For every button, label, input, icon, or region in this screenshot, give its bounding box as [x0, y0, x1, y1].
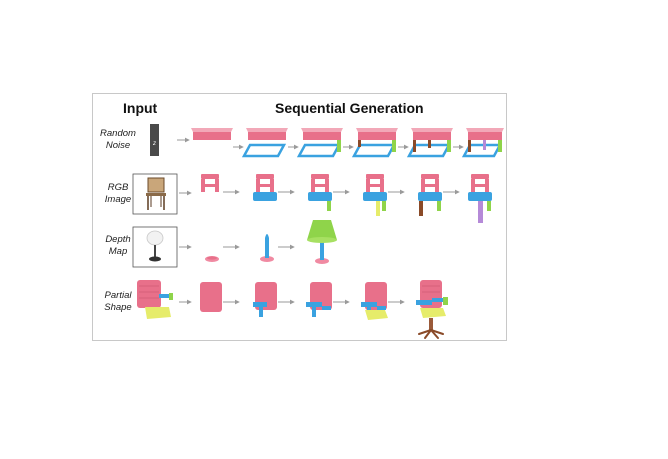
arrows-row-rgb: [179, 189, 460, 196]
chair-stage-3: [308, 174, 332, 211]
noise-vector-label: z: [152, 141, 156, 147]
chair-stage-6: [468, 174, 492, 223]
office-chair-stage-5: [416, 280, 448, 339]
row-label-line: Depth: [105, 234, 131, 245]
lamp-stage-3: [307, 220, 337, 264]
depth-input-image: [132, 226, 178, 268]
row-label-line: Partial: [104, 290, 132, 301]
chair-stage-4: [363, 174, 387, 216]
row-label-random-noise: Random Noise: [93, 128, 143, 152]
row-label-line: Noise: [105, 140, 131, 151]
lamp-stage-1: [205, 256, 219, 262]
table-stage-4: [351, 128, 398, 158]
lamp-stage-2: [260, 234, 274, 262]
row-label-rgb-image: RGB Image: [93, 182, 143, 206]
noise-vector-input: z: [150, 124, 159, 156]
chair-stage-5: [418, 174, 442, 216]
rgb-input-image: [132, 173, 178, 215]
row-label-line: RGB: [107, 182, 129, 193]
office-chair-stage-3: [306, 282, 332, 317]
sequential-generation-header: Sequential Generation: [275, 100, 424, 116]
chair-stage-2: [253, 174, 277, 201]
table-stage-1: [191, 128, 233, 140]
office-chair-stage-1: [200, 282, 222, 312]
row-label-line: Image: [104, 194, 132, 205]
office-chair-stage-2: [253, 282, 277, 317]
chair-stage-1: [201, 174, 219, 192]
table-stage-5: [406, 128, 453, 158]
row-label-line: Map: [108, 246, 128, 257]
table-stage-3: [296, 128, 343, 158]
partial-shape-input: [137, 280, 173, 319]
arrows-row-noise: [177, 137, 464, 150]
row-label-line: Random: [100, 128, 136, 139]
row-label-partial-shape: Partial Shape: [93, 290, 143, 314]
table-stage-6: [461, 128, 504, 158]
office-chair-stage-4: [361, 282, 388, 320]
table-stage-2: [241, 128, 288, 158]
figure-panel: Input Sequential Generation Random Noise…: [92, 93, 507, 341]
generation-diagram: z: [132, 124, 504, 339]
row-label-line: Shape: [104, 302, 132, 313]
row-label-depth-map: Depth Map: [93, 234, 143, 258]
input-header: Input: [123, 100, 158, 116]
